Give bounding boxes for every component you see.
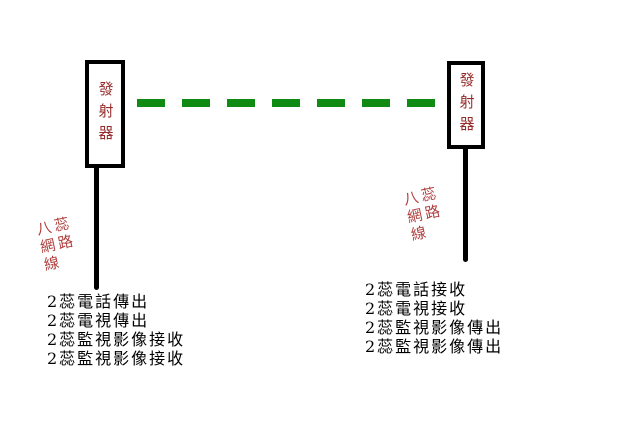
transmitter-right-label: 發射器	[457, 72, 476, 138]
signal-list-right: 2蕊電話接收 2蕊電視接收 2蕊監視影像傳出 2蕊監視影像傳出	[365, 280, 503, 356]
cable-label-right: 八蕊 網路 線	[401, 183, 445, 244]
signal-list-left: 2蕊電話傳出 2蕊電視傳出 2蕊監視影像接收 2蕊監視影像接收	[47, 292, 185, 368]
signal-line: 2蕊電話接收	[365, 280, 468, 299]
wireless-dashed-link-line	[137, 99, 435, 107]
signal-line: 2蕊監視影像接收	[47, 349, 186, 368]
transmitter-left-label: 發射器	[96, 81, 115, 147]
signal-line: 2蕊電話傳出	[47, 292, 150, 311]
signal-line: 2蕊監視影像傳出	[365, 337, 504, 356]
signal-line: 2蕊電視傳出	[47, 311, 150, 330]
transmitter-left-box: 發射器	[85, 60, 125, 168]
signal-line: 2蕊電視接收	[365, 299, 468, 318]
cable-left-line	[94, 167, 99, 290]
signal-line: 2蕊監視影像接收	[47, 330, 186, 349]
cable-right-line	[463, 148, 468, 262]
transmitter-right-box: 發射器	[447, 61, 485, 149]
cable-label-left: 八蕊 網路 線	[34, 213, 78, 274]
signal-line: 2蕊監視影像傳出	[365, 318, 504, 337]
